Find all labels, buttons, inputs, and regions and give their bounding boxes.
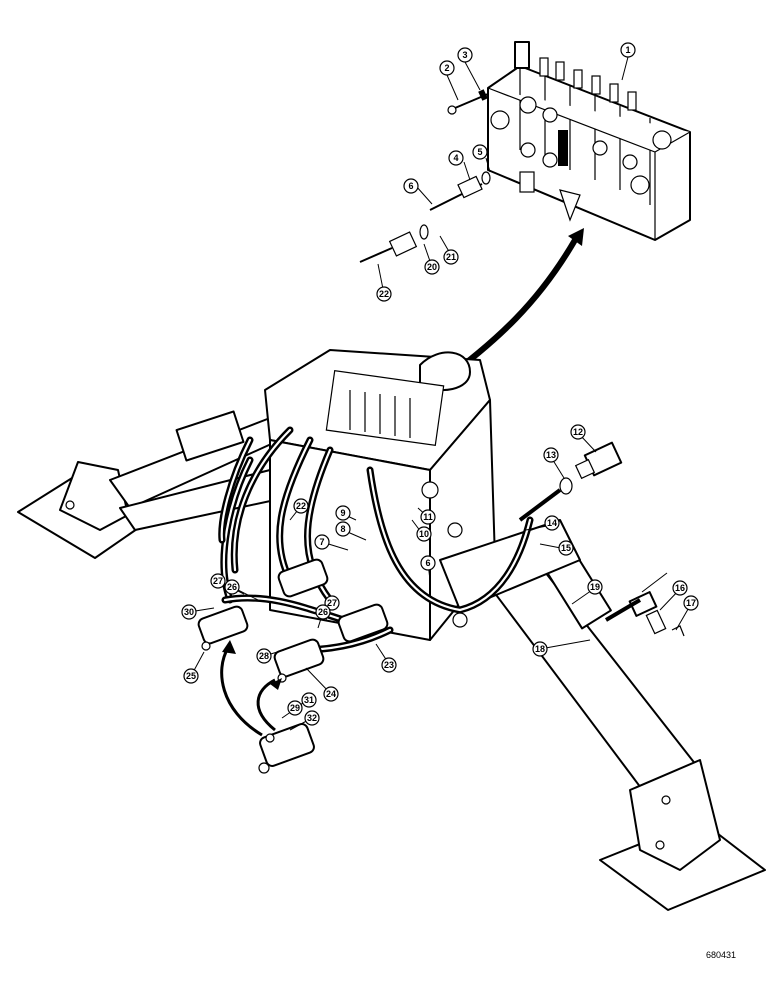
callout-8: 8 bbox=[335, 521, 351, 537]
callout-22-mid: 22 bbox=[293, 498, 309, 514]
callout-18: 18 bbox=[532, 641, 548, 657]
callout-2: 2 bbox=[439, 60, 455, 76]
callout-label: 22 bbox=[379, 289, 389, 299]
control-valve-assembly bbox=[487, 41, 691, 241]
callout-label: 1 bbox=[625, 45, 630, 55]
callout-26-right: 26 bbox=[315, 604, 331, 620]
callout-5: 5 bbox=[472, 144, 488, 160]
callout-label: 21 bbox=[446, 252, 456, 262]
callout-label: 27 bbox=[213, 576, 223, 586]
callout-19: 19 bbox=[587, 579, 603, 595]
callout-31: 31 bbox=[301, 692, 317, 708]
callout-label: 24 bbox=[326, 689, 336, 699]
callout-30: 30 bbox=[181, 604, 197, 620]
callout-21: 21 bbox=[443, 249, 459, 265]
callout-label: 5 bbox=[477, 147, 482, 157]
callout-label: 17 bbox=[686, 598, 696, 608]
callout-label: 26 bbox=[227, 582, 237, 592]
callout-label: 9 bbox=[340, 508, 345, 518]
callout-label: 3 bbox=[462, 50, 467, 60]
callout-label: 29 bbox=[290, 703, 300, 713]
callout-14: 14 bbox=[544, 515, 560, 531]
callout-17: 17 bbox=[683, 595, 699, 611]
callout-29: 29 bbox=[287, 700, 303, 716]
callout-label: 8 bbox=[340, 524, 345, 534]
callout-7: 7 bbox=[314, 534, 330, 550]
callout-13: 13 bbox=[543, 447, 559, 463]
callout-1: 1 bbox=[620, 42, 636, 58]
callout-24: 24 bbox=[323, 686, 339, 702]
reference-arrowhead bbox=[568, 228, 584, 246]
callout-label: 27 bbox=[327, 598, 337, 608]
valve-fittings bbox=[359, 89, 491, 263]
callout-label: 6 bbox=[425, 558, 430, 568]
callout-label: 2 bbox=[444, 63, 449, 73]
callout-3: 3 bbox=[457, 47, 473, 63]
swing-fittings bbox=[518, 441, 685, 637]
callout-4: 4 bbox=[448, 150, 464, 166]
callout-32: 32 bbox=[304, 710, 320, 726]
callout-label: 32 bbox=[307, 713, 317, 723]
callout-22-top: 22 bbox=[376, 286, 392, 302]
callout-label: 16 bbox=[675, 583, 685, 593]
callout-28: 28 bbox=[256, 648, 272, 664]
callout-label: 14 bbox=[547, 518, 557, 528]
callout-6: 6 bbox=[403, 178, 419, 194]
callout-25: 25 bbox=[183, 668, 199, 684]
callout-label: 15 bbox=[561, 543, 571, 553]
swap-arrows bbox=[220, 640, 282, 737]
callout-label: 7 bbox=[319, 537, 324, 547]
callout-label: 13 bbox=[546, 450, 556, 460]
callout-label: 19 bbox=[590, 582, 600, 592]
callout-15: 15 bbox=[558, 540, 574, 556]
callout-label: 25 bbox=[186, 671, 196, 681]
callout-27-left: 27 bbox=[210, 573, 226, 589]
callout-label: 4 bbox=[453, 153, 458, 163]
callout-label: 12 bbox=[573, 427, 583, 437]
callout-label: 23 bbox=[384, 660, 394, 670]
callout-label: 20 bbox=[427, 262, 437, 272]
relief-valve-blocks bbox=[197, 558, 389, 774]
callout-label: 11 bbox=[423, 512, 433, 522]
callout-label: 22 bbox=[296, 501, 306, 511]
callout-label: 26 bbox=[318, 607, 328, 617]
callout-16: 16 bbox=[672, 580, 688, 596]
callout-label: 28 bbox=[259, 651, 269, 661]
callout-27-right: 27 bbox=[324, 595, 340, 611]
callout-26-left: 26 bbox=[224, 579, 240, 595]
callout-12: 12 bbox=[570, 424, 586, 440]
callout-label: 10 bbox=[419, 529, 429, 539]
callout-label: 30 bbox=[184, 607, 194, 617]
callout-10: 10 bbox=[416, 526, 432, 542]
callout-20: 20 bbox=[424, 259, 440, 275]
callout-label: 6 bbox=[408, 181, 413, 191]
figure-reference-code: 680431 bbox=[706, 950, 737, 960]
callout-23: 23 bbox=[381, 657, 397, 673]
callout-9: 9 bbox=[335, 505, 351, 521]
callout-label: 31 bbox=[304, 695, 314, 705]
callout-11: 11 bbox=[420, 509, 436, 525]
callout-6-mid: 6 bbox=[420, 555, 436, 571]
callout-label: 18 bbox=[535, 644, 545, 654]
